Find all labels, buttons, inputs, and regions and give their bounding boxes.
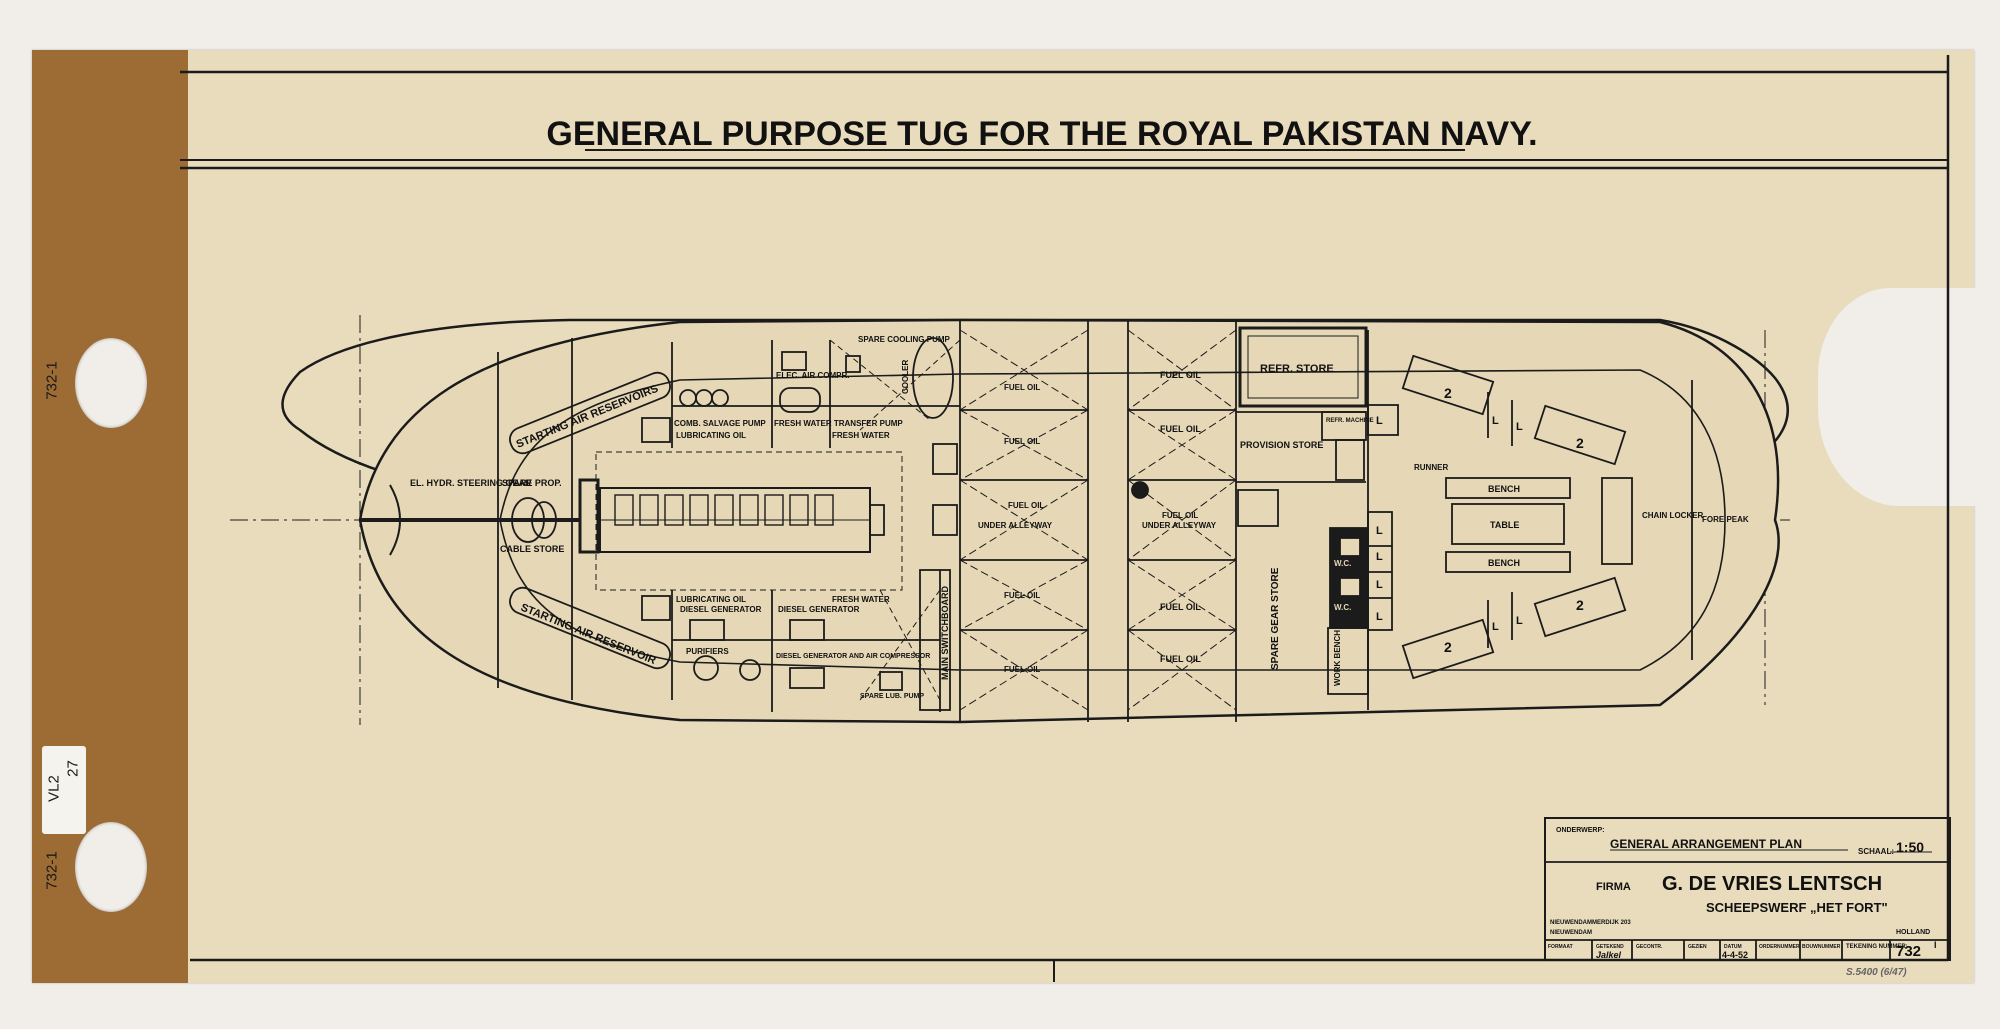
tb-col-formaat: FORMAAT bbox=[1548, 944, 1573, 950]
tb-country: HOLLAND bbox=[1896, 929, 1930, 936]
label-wc-2: W.C. bbox=[1334, 603, 1351, 612]
label-fuel-oil-5: FUEL OIL bbox=[1004, 665, 1040, 674]
label-fuel-oil-9: FUEL OIL bbox=[1160, 602, 1201, 612]
label-lubricating-oil-bottom: LUBRICATING OIL bbox=[676, 595, 746, 604]
tb-subject: GENERAL ARRANGEMENT PLAN bbox=[1610, 837, 1802, 851]
tb-col-gezien: GEZIEN bbox=[1688, 944, 1707, 950]
berth-count-2: 2 bbox=[1576, 435, 1584, 451]
tb-drawing-number-label: TEKENING NUMMER: bbox=[1846, 944, 1908, 950]
label-fuel-oil-2: FUEL OIL bbox=[1004, 437, 1040, 446]
label-under-alleyway-1: UNDER ALLEYWAY bbox=[978, 521, 1053, 530]
label-wc-1: W.C. bbox=[1334, 559, 1351, 568]
tb-scale-label: SCHAAL: bbox=[1858, 847, 1894, 856]
label-comb-salvage-pump: COMB. SALVAGE PUMP bbox=[674, 419, 766, 428]
label-diesel-generator-2: DIESEL GENERATOR bbox=[778, 605, 860, 614]
label-spare-gear-store: SPARE GEAR STORE bbox=[1270, 567, 1281, 670]
label-fuel-oil-8: FUEL OIL bbox=[1162, 511, 1198, 520]
label-fuel-oil-3: FUEL OIL bbox=[1008, 501, 1044, 510]
label-refr-machine: REFR. MACHINE bbox=[1326, 418, 1374, 424]
tb-signature: Jalkel bbox=[1596, 950, 1622, 960]
tb-date: 4-4-52 bbox=[1722, 950, 1748, 960]
label-purifiers: PURIFIERS bbox=[686, 647, 729, 656]
label-chain-locker: CHAIN LOCKER bbox=[1642, 511, 1704, 520]
locker-label-6: L bbox=[1376, 525, 1383, 537]
binding-hole-top bbox=[75, 338, 147, 428]
archive-note: S.5400 (6/47) bbox=[1846, 967, 1907, 978]
label-diesel-generator-air: DIESEL GENERATOR AND AIR COMPRESSOR bbox=[776, 653, 930, 660]
locker-label-4: L bbox=[1516, 615, 1523, 627]
tb-address-2: NIEUWENDAM bbox=[1550, 930, 1592, 936]
label-lubricating-oil-top: LUBRICATING OIL bbox=[676, 431, 746, 440]
tb-col-gecontr: GECONTR. bbox=[1636, 944, 1663, 950]
tb-scale: 1:50 bbox=[1896, 839, 1924, 855]
locker-label-8: L bbox=[1376, 579, 1383, 591]
locker-label-5: L bbox=[1376, 415, 1383, 427]
tb-firm: G. DE VRIES LENTSCH bbox=[1662, 873, 1882, 895]
label-spare-prop: SPARE PROP. bbox=[502, 478, 562, 488]
tb-col-getekend: GETEKEND bbox=[1596, 944, 1624, 950]
label-work-bench: WORK BENCH bbox=[1333, 630, 1342, 686]
archive-sticker bbox=[42, 746, 86, 834]
label-main-switchboard: MAIN SWITCHBOARD bbox=[940, 586, 950, 680]
label-spare-lub-pump: SPARE LUB. PUMP bbox=[860, 693, 924, 700]
tb-subject-label: ONDERWERP: bbox=[1556, 827, 1604, 834]
label-provision-store: PROVISION STORE bbox=[1240, 440, 1323, 450]
label-bench-bottom: BENCH bbox=[1488, 558, 1520, 568]
locker-label-3: L bbox=[1492, 621, 1499, 633]
locker-label-1: L bbox=[1492, 415, 1499, 427]
label-diesel-generator-1: DIESEL GENERATOR bbox=[680, 605, 762, 614]
tb-yard: SCHEEPSWERF „HET FORT" bbox=[1706, 900, 1888, 915]
tb-drawing-number: 732 bbox=[1896, 943, 1921, 960]
label-cable-store: CABLE STORE bbox=[500, 544, 564, 554]
label-fuel-oil-1: FUEL OIL bbox=[1004, 383, 1040, 392]
drawing-title: GENERAL PURPOSE TUG FOR THE ROYAL PAKIST… bbox=[546, 115, 1537, 153]
label-fuel-oil-4: FUEL OIL bbox=[1004, 591, 1040, 600]
label-fuel-oil-7: FUEL OIL bbox=[1160, 424, 1201, 434]
label-under-alleyway-2: UNDER ALLEYWAY bbox=[1142, 521, 1217, 530]
label-table: TABLE bbox=[1490, 520, 1519, 530]
tb-col-ordernummer: ORDERNUMMER bbox=[1759, 944, 1800, 950]
torn-edge bbox=[1818, 288, 2000, 506]
label-fresh-water-bottom: FRESH WATER bbox=[832, 595, 890, 604]
locker-label-9: L bbox=[1376, 611, 1383, 623]
label-fore-peak: FORE PEAK bbox=[1702, 515, 1749, 524]
tb-address-1: NIEUWENDAMMERDIJK 203 bbox=[1550, 920, 1631, 926]
berth-count-3: 2 bbox=[1576, 597, 1584, 613]
label-fuel-oil-10: FUEL OIL bbox=[1160, 654, 1201, 664]
label-elec-air-comp: ELEC. AIR COMPR. bbox=[776, 371, 849, 380]
label-fresh-water-transfer-pump: FRESH WATER TRANSFER PUMP bbox=[774, 419, 903, 428]
label-runner: RUNNER bbox=[1414, 463, 1448, 472]
label-fuel-oil-6: FUEL OIL bbox=[1160, 370, 1201, 380]
tb-firm-label: FIRMA bbox=[1596, 881, 1631, 893]
berth-count-1: 2 bbox=[1444, 385, 1452, 401]
label-bench-top: BENCH bbox=[1488, 484, 1520, 494]
label-refr-store: REFR. STORE bbox=[1260, 363, 1334, 375]
tb-drawing-number-suffix: I bbox=[1934, 940, 1937, 950]
locker-label-7: L bbox=[1376, 551, 1383, 563]
binding-hole-bottom bbox=[75, 822, 147, 912]
locker-label-2: L bbox=[1516, 421, 1523, 433]
tb-col-datum: DATUM bbox=[1724, 944, 1742, 950]
label-cooler: COOLER bbox=[901, 360, 910, 394]
label-steering-gear: EL. HYDR. STEERING GEAR bbox=[410, 478, 532, 488]
label-spare-cooling-pump: SPARE COOLING PUMP bbox=[858, 335, 951, 344]
berth-count-4: 2 bbox=[1444, 639, 1452, 655]
label-fresh-water-top: FRESH WATER bbox=[832, 431, 890, 440]
tb-col-bouwnummer: BOUWNUMMER bbox=[1802, 944, 1841, 950]
